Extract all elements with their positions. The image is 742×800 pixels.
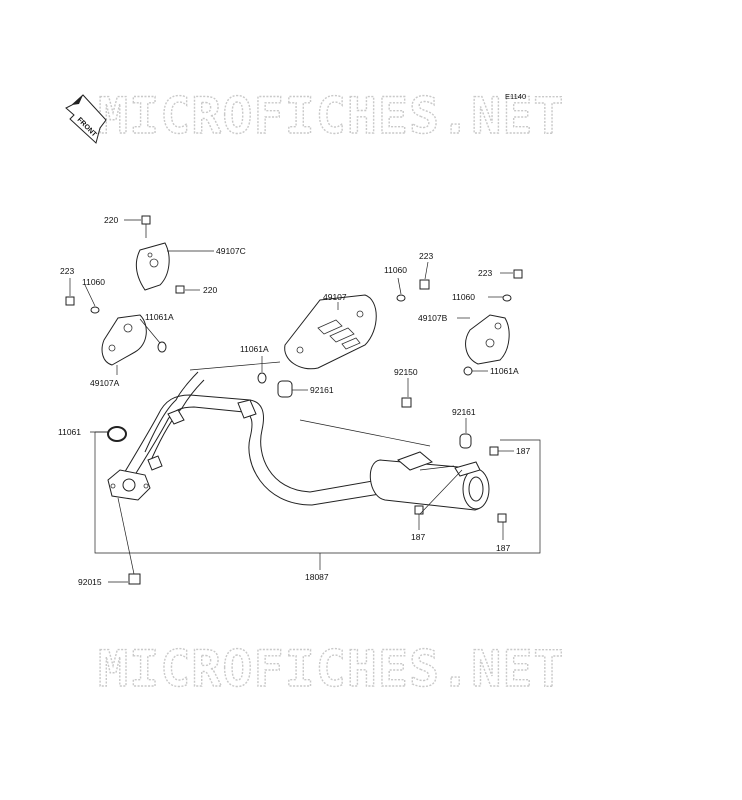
label-11061: 11061 [58, 427, 81, 437]
label-187-right-bottom: 187 [496, 543, 510, 553]
label-187-bottom: 187 [411, 532, 425, 542]
label-220-mid: 220 [203, 285, 217, 295]
heat-guard-49107c [135, 242, 170, 291]
watermark-bottom: MICROFICHES.NET [98, 640, 565, 698]
label-223-mid: 223 [419, 251, 433, 261]
label-11060-left: 11060 [82, 277, 105, 287]
heat-guard-49107b [465, 314, 510, 365]
heat-guard-49107 [284, 294, 377, 370]
label-220-top: 220 [104, 215, 118, 225]
label-92161-right: 92161 [452, 407, 476, 417]
label-223-right: 223 [478, 268, 492, 278]
leader-lines [69, 219, 514, 583]
label-49107a: 49107A [90, 378, 120, 388]
label-11060-mid: 11060 [384, 265, 407, 275]
label-92015: 92015 [78, 577, 102, 587]
label-92150: 92150 [394, 367, 418, 377]
label-187-right: 187 [516, 446, 530, 456]
exhaust-pipe [107, 371, 393, 506]
part-labels: 220 49107C 220 223 11060 11061A 49107A 4… [58, 215, 530, 587]
label-11061a-left: 11061A [145, 312, 174, 322]
label-49107b: 49107B [418, 313, 448, 323]
label-92161-center: 92161 [310, 385, 334, 395]
label-49107: 49107 [323, 292, 347, 302]
label-11060-right: 11060 [452, 292, 475, 302]
label-223-left: 223 [60, 266, 74, 276]
label-11061a-center: 11061A [240, 344, 269, 354]
label-11061a-right: 11061A [490, 366, 519, 376]
diagram-code: E1140 [505, 92, 526, 101]
label-18087: 18087 [305, 572, 329, 582]
label-49107c: 49107C [216, 246, 246, 256]
heat-guard-49107a [101, 314, 147, 366]
watermark-top: MICROFICHES.NET [98, 87, 565, 145]
fasteners [65, 215, 523, 585]
muffler [369, 451, 490, 511]
